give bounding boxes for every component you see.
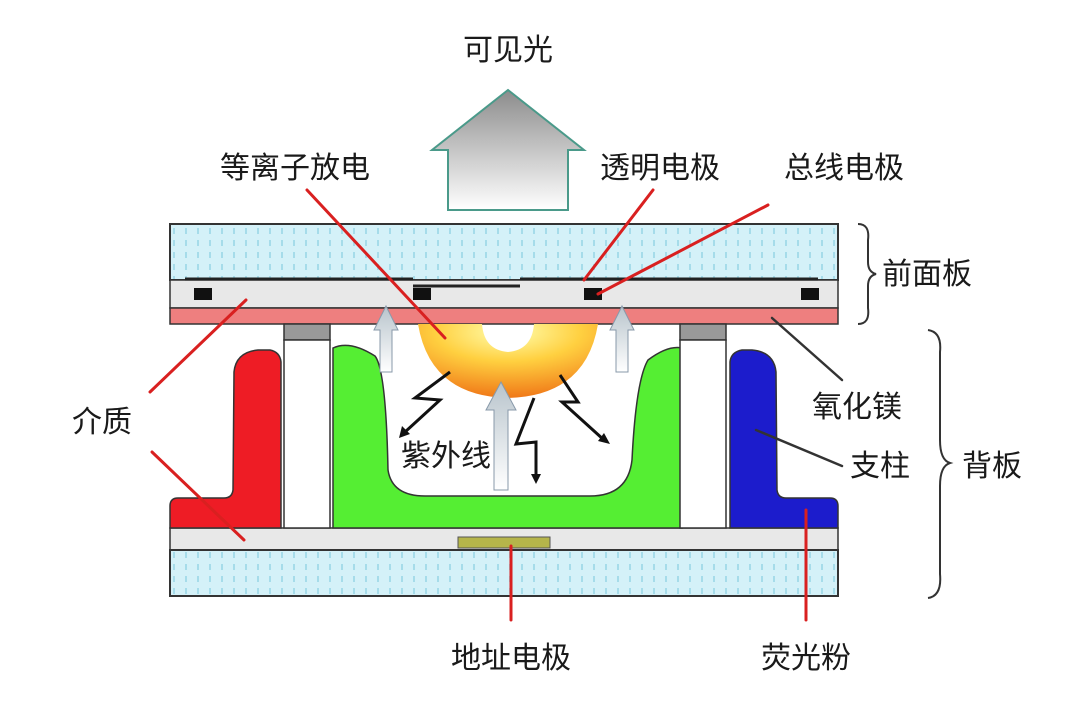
bus-electrode <box>194 288 212 300</box>
label-phosphor: 荧光粉 <box>761 641 851 676</box>
pillar <box>679 339 727 529</box>
back-panel-brace <box>927 329 954 599</box>
uv-zigzag-arrow <box>403 370 451 434</box>
pointer-dielectric-front <box>148 298 248 394</box>
address-electrode <box>457 536 551 549</box>
blue-phosphor <box>729 349 839 529</box>
pointer-magnesium-oxide <box>770 316 844 382</box>
front-panel-brace <box>857 223 877 325</box>
plasma-discharge-glow <box>418 324 598 398</box>
front-dielectric-layer <box>169 279 839 309</box>
pointer-transparent-electrode <box>582 188 655 282</box>
pointer-dielectric-back <box>150 450 246 542</box>
label-transparent-electrode: 透明电极 <box>600 151 720 186</box>
emission-arrow <box>485 380 517 491</box>
label-bus-electrode: 总线电极 <box>784 151 904 186</box>
uv-arrowhead <box>531 474 541 484</box>
label-plasma-discharge: 等离子放电 <box>220 151 370 186</box>
emission-arrow <box>373 304 399 373</box>
label-pillar: 支柱 <box>850 449 910 484</box>
label-magnesium-oxide: 氧化镁 <box>812 390 902 425</box>
bus-electrode <box>801 288 819 300</box>
bus-electrode <box>584 288 602 300</box>
pillar <box>283 339 331 529</box>
pillar-cap <box>679 323 727 341</box>
pointer-plasma-discharge <box>305 188 447 340</box>
emission-arrow <box>609 304 635 373</box>
pointer-bus-electrode <box>596 203 770 296</box>
label-address-electrode: 地址电极 <box>451 641 571 676</box>
uv-zigzag-arrow <box>513 397 538 478</box>
red-phosphor <box>169 349 282 529</box>
label-back-panel: 背板 <box>962 449 1022 484</box>
green-phosphor <box>332 344 683 529</box>
bus-electrode <box>413 288 431 300</box>
label-dielectric: 介质 <box>72 405 132 440</box>
label-visible-light: 可见光 <box>463 33 553 68</box>
uv-arrowhead <box>399 426 410 438</box>
magnesium-oxide-layer <box>169 307 839 325</box>
back-glass-panel <box>169 549 839 597</box>
pillar-cap <box>283 323 331 341</box>
front-glass-panel <box>169 223 839 281</box>
uv-arrowhead <box>598 433 610 444</box>
transparent-electrodes <box>185 277 818 288</box>
label-ultraviolet: 紫外线 <box>401 439 491 474</box>
visible-light-arrow <box>429 88 587 211</box>
label-front-panel: 前面板 <box>882 257 972 292</box>
uv-zigzag-arrow <box>558 374 606 442</box>
pointer-pillar <box>754 428 844 468</box>
